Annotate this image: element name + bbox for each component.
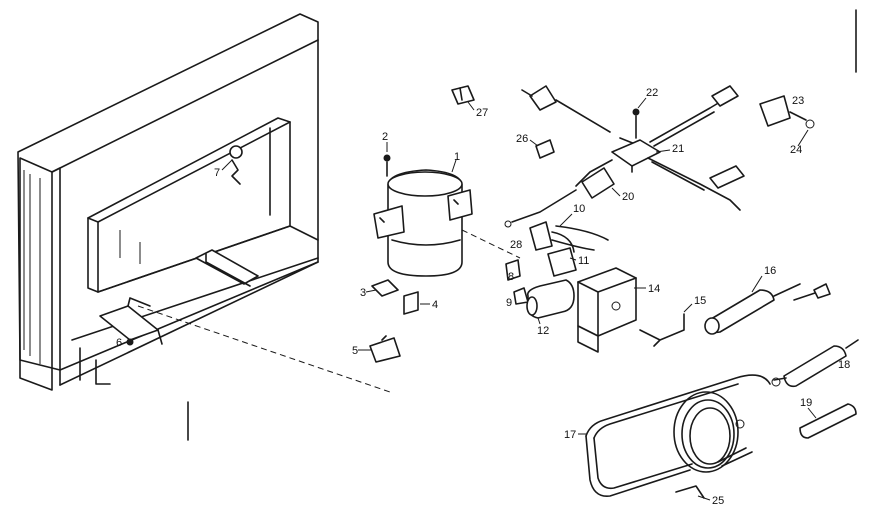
callout-19: 19 [800,397,812,409]
wiring-harness [504,85,745,228]
callout-11: 11 [578,255,589,267]
callout-26: 26 [516,133,528,145]
callout-18: 18 [838,359,850,371]
callout-23: 23 [792,95,804,107]
cabinet-housing [17,13,319,391]
callout-12: 12 [537,325,549,337]
callout-4: 4 [432,299,438,311]
callout-22: 22 [646,87,658,99]
callout-28: 28 [510,239,522,251]
callout-25: 25 [712,495,724,507]
callout-20: 20 [622,191,634,203]
callout-24: 24 [790,144,802,156]
callout-6: 6 [116,337,122,349]
callout-1: 1 [454,151,460,163]
callout-8: 8 [508,271,514,283]
compressor [373,154,473,277]
callout-14: 14 [648,283,660,295]
callout-21: 21 [672,143,684,155]
callout-2: 2 [382,131,388,143]
callout-5: 5 [352,345,358,357]
callout-15: 15 [694,295,706,307]
callout-7: 7 [214,167,220,179]
callout-10: 10 [573,203,585,215]
callout-9: 9 [506,297,512,309]
callout-16: 16 [764,265,776,277]
capillary-tube [585,374,771,499]
callout-17: 17 [564,429,576,441]
callout-27: 27 [476,107,488,119]
callout-3: 3 [360,287,366,299]
callout-labels: 1 2 3 4 5 6 7 8 9 10 11 12 14 15 16 17 1… [116,87,850,507]
